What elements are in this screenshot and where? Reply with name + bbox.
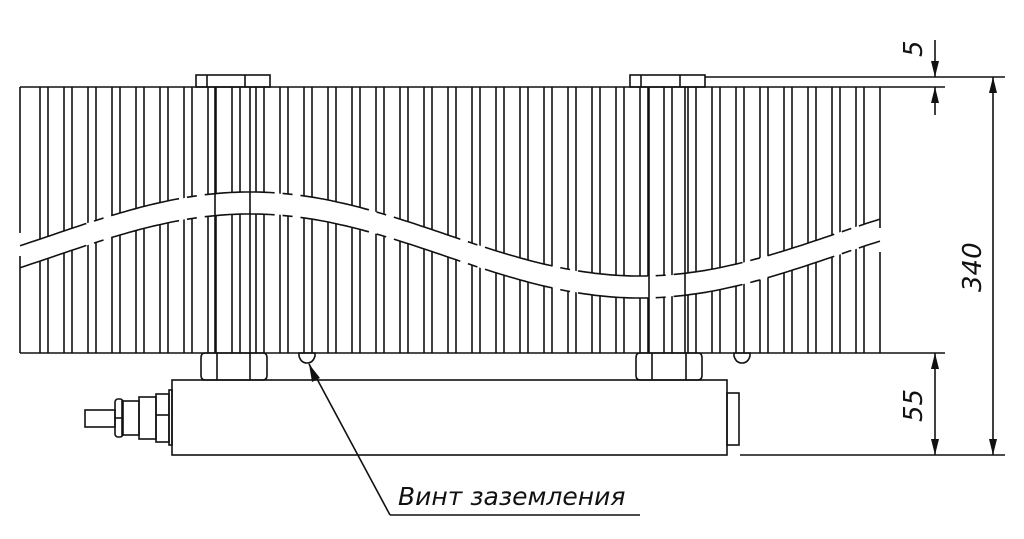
heater-base bbox=[84, 379, 740, 456]
dimension-340: 340 bbox=[958, 242, 988, 292]
mounting-bolt-left bbox=[195, 74, 271, 381]
dimension-5: 5 bbox=[899, 40, 929, 57]
dimension-lines bbox=[705, 40, 1005, 456]
break-line-upper bbox=[19, 191, 881, 277]
radiator-fins bbox=[39, 87, 865, 353]
break-line-lower bbox=[19, 213, 881, 299]
ground-screw-leader bbox=[308, 363, 640, 516]
break-band bbox=[16, 192, 884, 298]
dimension-55: 55 bbox=[899, 389, 929, 422]
ground-screw-label: Винт заземления bbox=[398, 482, 625, 511]
ground-screw-icon bbox=[298, 352, 751, 364]
mounting-bolt-right bbox=[629, 74, 706, 381]
